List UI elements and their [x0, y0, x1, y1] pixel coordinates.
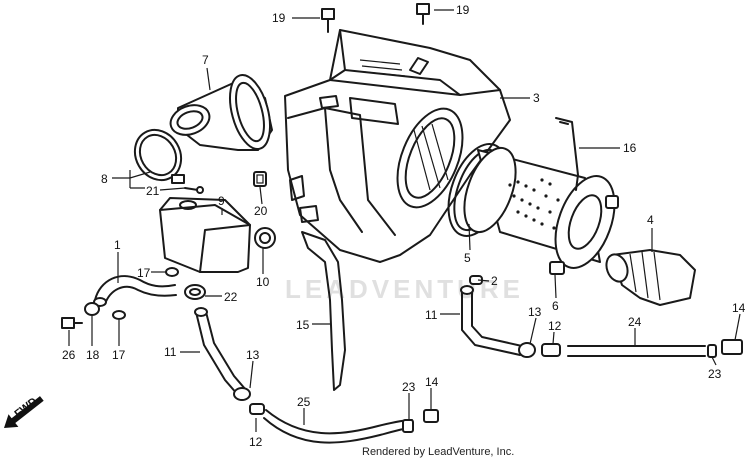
callout-19-left: 19: [272, 11, 286, 25]
part-clamp-13-right[interactable]: [518, 342, 536, 358]
part-bracket-rod-16[interactable]: [555, 117, 579, 191]
part-clamp-13-left[interactable]: [233, 387, 251, 401]
part-filter-element[interactable]: [454, 141, 626, 276]
callout-12-left: 12: [249, 435, 263, 449]
watermark-text: LEADVENTURE: [285, 274, 524, 304]
part-drain-hose-25[interactable]: [263, 409, 413, 444]
callout-18: 18: [86, 348, 100, 362]
callout-labels: 19 19 7 3 16 8 21 20 9 5 4 1 17 10 22 2 …: [62, 3, 746, 449]
part-clip-22[interactable]: [184, 284, 206, 300]
callout-21: 21: [146, 184, 160, 198]
part-grommet-20[interactable]: [253, 171, 267, 187]
callout-23-right: 23: [708, 367, 722, 381]
callout-12-right: 12: [548, 319, 562, 333]
part-plug-14-right[interactable]: [721, 339, 743, 355]
part-air-cleaner-case[interactable]: [284, 29, 511, 263]
part-intake-duct[interactable]: [603, 249, 696, 306]
callout-13-right: 13: [528, 305, 542, 319]
part-clamp-band[interactable]: [126, 121, 190, 188]
callout-4: 4: [647, 213, 654, 227]
fwd-label: FWD: [12, 395, 39, 420]
callout-17-lower: 17: [112, 348, 126, 362]
callout-20: 20: [254, 204, 268, 218]
part-joint-12-left[interactable]: [249, 403, 265, 415]
part-screw-21[interactable]: [184, 186, 204, 194]
part-collar-10[interactable]: [254, 227, 276, 249]
part-drain-tube-11-right[interactable]: [460, 285, 523, 356]
callout-14-right: 14: [732, 301, 746, 315]
callout-23-left: 23: [402, 380, 416, 394]
callout-24: 24: [628, 315, 642, 329]
part-plug-14-left[interactable]: [423, 409, 439, 423]
callout-2: 2: [491, 274, 498, 288]
part-resonator-chamber[interactable]: [159, 197, 251, 273]
part-clip-17a[interactable]: [165, 267, 179, 277]
callout-13-left: 13: [246, 348, 260, 362]
part-bolt-19-right[interactable]: [416, 3, 430, 25]
callout-11-right: 11: [425, 308, 438, 322]
callout-22: 22: [224, 290, 238, 304]
part-strap-15[interactable]: [301, 231, 346, 391]
part-bolt-26[interactable]: [61, 317, 83, 329]
credit-text: Rendered by LeadVenture, Inc.: [362, 446, 514, 458]
callout-16: 16: [623, 141, 637, 155]
leader-lines: [68, 9, 741, 432]
part-drain-tube-11-left[interactable]: [194, 307, 247, 396]
callout-26: 26: [62, 348, 76, 362]
callout-9: 9: [218, 194, 225, 208]
callout-19-right: 19: [456, 3, 470, 17]
callout-25: 25: [297, 395, 311, 409]
part-drain-hose-24[interactable]: [567, 345, 706, 357]
callout-11-left: 11: [164, 345, 177, 359]
callout-8: 8: [101, 172, 108, 186]
part-plug-23-left[interactable]: [402, 419, 414, 433]
callout-14-left: 14: [425, 375, 439, 389]
part-intake-boot[interactable]: [166, 71, 277, 154]
fwd-arrow: [4, 396, 44, 428]
part-joint-12-right[interactable]: [541, 343, 561, 357]
callout-17-upper: 17: [137, 266, 151, 280]
callout-15: 15: [296, 318, 310, 332]
callout-1: 1: [114, 238, 121, 252]
callout-10: 10: [256, 275, 270, 289]
callout-6: 6: [552, 299, 559, 313]
callout-5: 5: [464, 251, 471, 265]
callout-7: 7: [202, 53, 209, 67]
part-cap-18[interactable]: [84, 302, 100, 316]
part-clip-17b[interactable]: [112, 310, 126, 320]
part-breather-tube-1[interactable]: [93, 275, 177, 307]
callout-3: 3: [533, 91, 540, 105]
part-bolt-19-left[interactable]: [321, 8, 335, 33]
part-plug-23-right[interactable]: [707, 344, 717, 358]
